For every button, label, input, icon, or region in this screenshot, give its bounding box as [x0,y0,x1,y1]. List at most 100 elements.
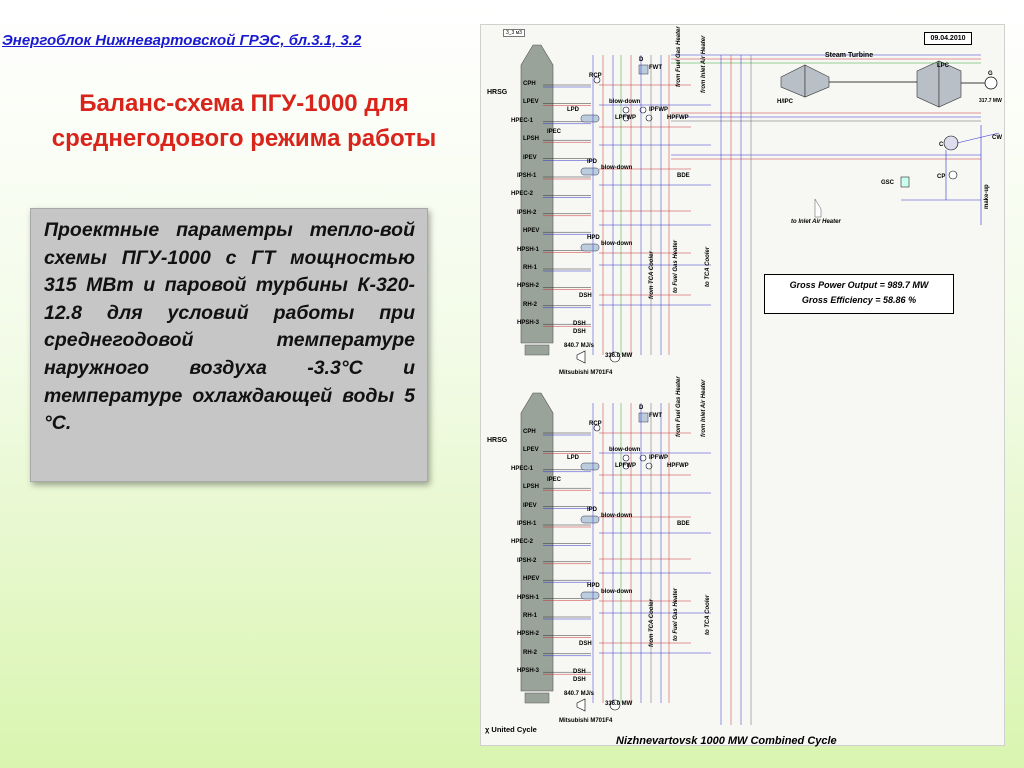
parameters-box: Проектные параметры тепло-вой схемы ПГУ-… [30,208,428,482]
hrsg-section-label: HPEC-1 [511,465,534,472]
tca-cooler-to-label: to TCA Cooler [705,594,711,635]
hipc-label: H/IPC [777,99,794,105]
tca-cooler-from-label: from TCA Cooler [649,599,655,647]
gt-generator-icon [609,351,621,363]
makeup-label: make-up [984,184,990,209]
equipment-label: LPFWP [615,463,636,469]
equipment-label: FWT [649,413,662,419]
hrsg-section-label: IPSH-2 [517,557,537,564]
fuel-gas-heater-to-label: to Fuel Gas Heater [673,239,679,293]
gsc-label: GSC [881,180,895,186]
equipment-label: blow-down [609,99,641,105]
pump [622,462,630,470]
hrsg-section-label: HPSH-2 [517,631,540,638]
drum [580,515,600,524]
equipment-label: HPD [587,235,600,241]
from-inlet-air-heater-label-2: from Inlet Air Heater [701,379,707,437]
hrsg-section-label: HPEC-1 [511,117,534,124]
hrsg-section-label: HPSH-2 [517,283,540,290]
from-inlet-air-heater-label-1: from Inlet Air Heater [701,35,707,93]
steam-turbine-label: Steam Turbine [825,52,874,59]
pump [622,454,630,462]
pump [593,76,601,84]
equipment-label: DSH [573,329,586,335]
hrsg-section-label: RH-1 [523,613,538,619]
equipment-label: DSH [579,293,592,299]
gsc-icon [900,176,910,188]
hrsg-section-label: LPEV [523,99,539,106]
united-cycle-text: United Cycle [491,725,537,734]
gross-power-output: Gross Power Output = 989.7 MW [789,280,929,290]
equipment-label: DSH [579,641,592,647]
lpc-turbine-icon [916,60,940,108]
equipment-label: blow-down [601,589,633,595]
lpc-label: LPC [937,63,949,69]
slide-title-line2: среднегодового режима работы [51,125,437,152]
generator-output: 317.7 MW [979,98,1002,104]
equipment-label: HPFWP [667,115,689,121]
drum [580,167,600,176]
equipment-label: blow-down [609,447,641,453]
gt-output: 336.0 MW [605,353,633,359]
hipc-turbine-icon [780,64,806,98]
equipment-label: LPD [567,455,579,461]
equipment-label: IPD [587,159,598,165]
hrsg-section-label: IPEV [523,154,537,161]
equipment-label: D [639,405,644,411]
equipment-label: HPFWP [667,463,689,469]
diagram-tag: 3_3 м3 [503,29,525,37]
header-link[interactable]: Энергоблок Нижневартовской ГРЭС, бл.3.1,… [2,32,362,49]
date-box: 09.04.2010 [924,32,972,45]
lpc-turbine-icon [938,60,962,108]
deaerator [638,412,649,423]
cw-label: CW [992,135,1002,141]
hrsg-section-label: HPSH-3 [517,668,540,675]
hrsg-section-label: CPH [523,429,536,435]
tca-cooler-from-label: from TCA Cooler [649,251,655,299]
drum [580,591,600,600]
hrsg-section-label: HPSH-1 [517,246,540,253]
united-cycle-label: χ United Cycle [485,725,537,734]
hrsg-column [520,44,554,344]
hrsg-duct [524,344,550,356]
gross-efficiency: Gross Efficiency = 58.86 % [801,295,917,305]
equipment-label: LPFWP [615,115,636,121]
equipment-label: IPEC [547,129,562,135]
equipment-label: IPFWP [649,107,668,113]
equipment-label: HPD [587,583,600,589]
pump [622,114,630,122]
pump [622,106,630,114]
equipment-label: RCP [589,421,602,427]
fuel-input: 840.7 MJ/s [564,691,595,697]
condensate-pump-icon [948,170,958,180]
equipment-label: FWT [649,65,662,71]
hrsg-section-label: RH-1 [523,265,538,271]
equipment-label: DSH [573,677,586,683]
hrsg-section-label: HPEV [523,576,540,583]
cw-line [956,132,1000,144]
hrsg-section-label: CPH [523,81,536,87]
fuel-input: 840.7 MJ/s [564,343,595,349]
hrsg-section-label: HPEC-2 [511,191,534,198]
diagram-lines [520,44,1000,725]
equipment-label: BDE [677,173,690,179]
gt-name: Mitsubishi M701F4 [559,370,613,376]
hipc-turbine-icon [804,64,830,98]
gt-generator-icon [609,699,621,711]
drum [580,243,600,252]
hrsg-section-label: HPSH-1 [517,594,540,601]
pump [645,462,653,470]
hrsg-section-label: HPEC-2 [511,539,534,546]
hrsg-column [520,392,554,692]
deaerator [638,64,649,75]
gt-output: 336.0 MW [605,701,633,707]
gt-name: Mitsubishi M701F4 [559,718,613,724]
drum [580,114,600,123]
inlet-air-heater-outlet [814,198,822,218]
hrsg-duct [524,692,550,704]
generator-label: G [988,71,993,77]
equipment-label: DSH [573,321,586,327]
equipment-label: DSH [573,669,586,675]
hrsg-section-label: RH-2 [523,301,538,308]
pump [639,106,647,114]
